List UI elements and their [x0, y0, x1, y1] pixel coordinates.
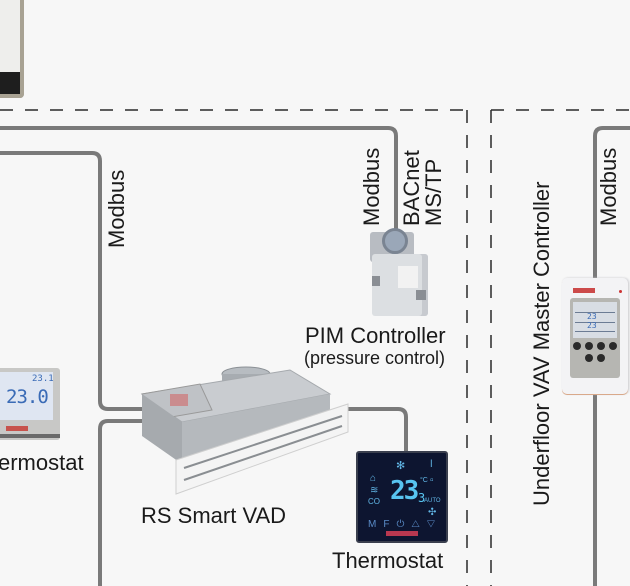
thermostat-temp-readout: 23.0	[6, 386, 49, 408]
brand-logo-icon	[386, 531, 418, 536]
controller-button	[585, 342, 593, 350]
power-icon: ⏻	[396, 519, 412, 530]
controller-button	[573, 342, 581, 350]
left-thermostat-device: 23.1 23.0	[0, 368, 60, 440]
thermostat-button-bar	[0, 434, 60, 438]
signal-icon: ǀ	[430, 459, 433, 470]
wall-panel-device	[0, 0, 24, 98]
pim-body	[372, 254, 428, 316]
smart-vad-label: RS Smart VAD	[141, 503, 287, 528]
thermostat-small-readout: 23.1	[32, 374, 54, 384]
pim-controller-device	[368, 228, 430, 318]
pim-controller-sublabel: (pressure control)	[304, 348, 446, 368]
thermostat-device: ✻ ǀ ⌂ ≋ CO ▫ 23 3 °C AUTO ✣ MF⏻△▽	[356, 451, 448, 543]
pim-modbus-label: Modbus	[359, 147, 384, 226]
controller-button	[585, 354, 593, 362]
fan-icon: ✣	[428, 507, 437, 518]
thermostat-screen: 23.1 23.0	[0, 372, 54, 420]
display-value-1: 23	[587, 312, 597, 321]
actuator-icon	[382, 228, 408, 254]
controller-button	[597, 342, 605, 350]
wire-right-bus	[593, 126, 630, 280]
brand-logo-icon	[6, 426, 28, 431]
left-bus-protocol-label: Modbus	[104, 169, 129, 248]
wire-main-bus	[0, 126, 398, 232]
brand-logo-icon	[573, 288, 595, 293]
air-diffuser-icon	[140, 366, 349, 495]
master-controller-device: 23 23	[562, 278, 628, 394]
snowflake-icon: ✻	[396, 460, 406, 472]
controller-button	[597, 354, 605, 362]
pim-grommet	[372, 276, 380, 286]
pim-bacnet-label: BACnet MS/TP	[399, 150, 446, 226]
left-thermostat-label: ermostat	[0, 450, 84, 475]
unit-label: °C	[420, 477, 428, 484]
thermostat-button-row: MF⏻△▽	[368, 519, 442, 530]
thermostat-label: Thermostat	[332, 548, 444, 573]
pim-label-plate	[398, 266, 418, 288]
bacnet-label-line2: MS/TP	[421, 158, 446, 226]
panel-strip	[0, 72, 20, 94]
display-value-2: 23	[587, 321, 597, 330]
thermostat-decimal-readout: 3	[418, 491, 426, 505]
up-arrow-icon: △	[411, 519, 427, 530]
pim-controller-label: PIM Controller	[305, 323, 446, 348]
wire-left-bus	[0, 151, 146, 411]
bacnet-label-line1: BACnet	[399, 150, 424, 226]
controller-button	[609, 342, 617, 350]
down-arrow-icon: ▽	[426, 519, 443, 530]
mode-button: M	[368, 519, 384, 530]
wire-vad-thermostat	[340, 407, 408, 452]
home-icon: ⌂	[370, 473, 377, 484]
controller-display: 23 23	[573, 302, 617, 338]
right-bus-protocol-label: Modbus	[596, 147, 621, 226]
pim-grommet	[416, 290, 426, 300]
thermostat-temp-readout: 23	[390, 476, 419, 506]
wifi-icon: ≋	[370, 485, 379, 496]
status-led-icon	[619, 290, 622, 293]
lock-icon: ▫	[430, 475, 434, 486]
fan-button: F	[383, 519, 397, 530]
wire-vad-down	[98, 419, 146, 586]
co2-icon: CO	[368, 497, 380, 506]
mode-label: AUTO	[424, 498, 441, 504]
master-controller-label: Underfloor VAV Master Controller	[529, 181, 554, 506]
